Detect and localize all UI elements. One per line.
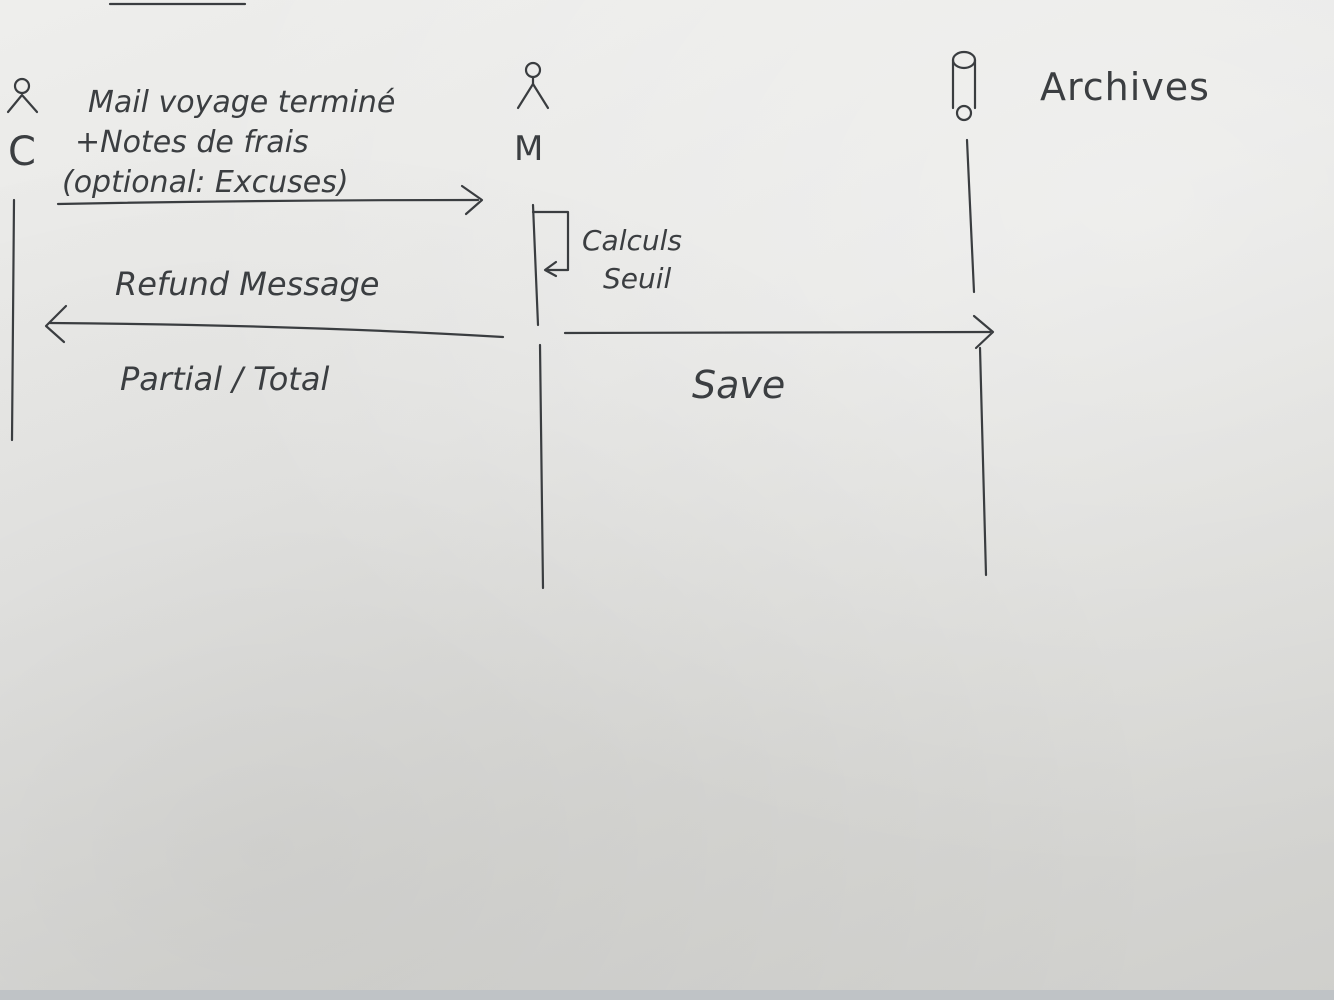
save-message: Save	[563, 314, 995, 407]
self-call-line1: Calculs	[582, 224, 682, 257]
archives-lifeline-upper	[965, 138, 976, 294]
customer-label: C	[8, 129, 36, 175]
archives-participant: Archives	[951, 50, 1210, 122]
manager-lifeline-upper	[531, 203, 540, 327]
person-icon	[6, 77, 39, 114]
save-message-label: Save	[692, 363, 785, 407]
refund-message-label: Refund Message	[115, 265, 379, 303]
desk-edge	[0, 990, 1334, 1000]
refund-message-arrow	[48, 321, 505, 339]
mail-message-line3: (optional: Excuses)	[62, 165, 349, 200]
arrowhead-icon	[972, 314, 995, 350]
mail-message-arrow	[56, 198, 480, 206]
self-call-line2: Seuil	[603, 262, 672, 295]
person-icon	[516, 61, 550, 110]
archives-label: Archives	[1040, 65, 1210, 109]
manager-label: M	[514, 129, 543, 169]
self-call-message: Calculs Seuil	[531, 210, 682, 295]
mail-message: Mail voyage terminé +Notes de frais (opt…	[56, 85, 484, 216]
save-message-arrow	[563, 330, 992, 335]
manager-lifeline-lower	[538, 343, 545, 590]
manager-participant: M	[514, 61, 550, 169]
arrowhead-icon	[44, 304, 68, 344]
arrowhead-icon	[460, 184, 484, 216]
refund-message-condition: Partial / Total	[120, 360, 329, 398]
customer-lifeline	[10, 198, 16, 442]
refund-message: Refund Message Partial / Total	[44, 265, 505, 398]
self-call-arrow	[531, 210, 570, 272]
archives-lifeline-lower	[978, 346, 988, 577]
customer-participant: C	[6, 77, 39, 175]
database-icon	[951, 50, 977, 122]
mail-message-line2: +Notes de frais	[75, 125, 309, 160]
arrowhead-icon	[543, 260, 558, 278]
mail-message-line1: Mail voyage terminé	[88, 85, 395, 120]
